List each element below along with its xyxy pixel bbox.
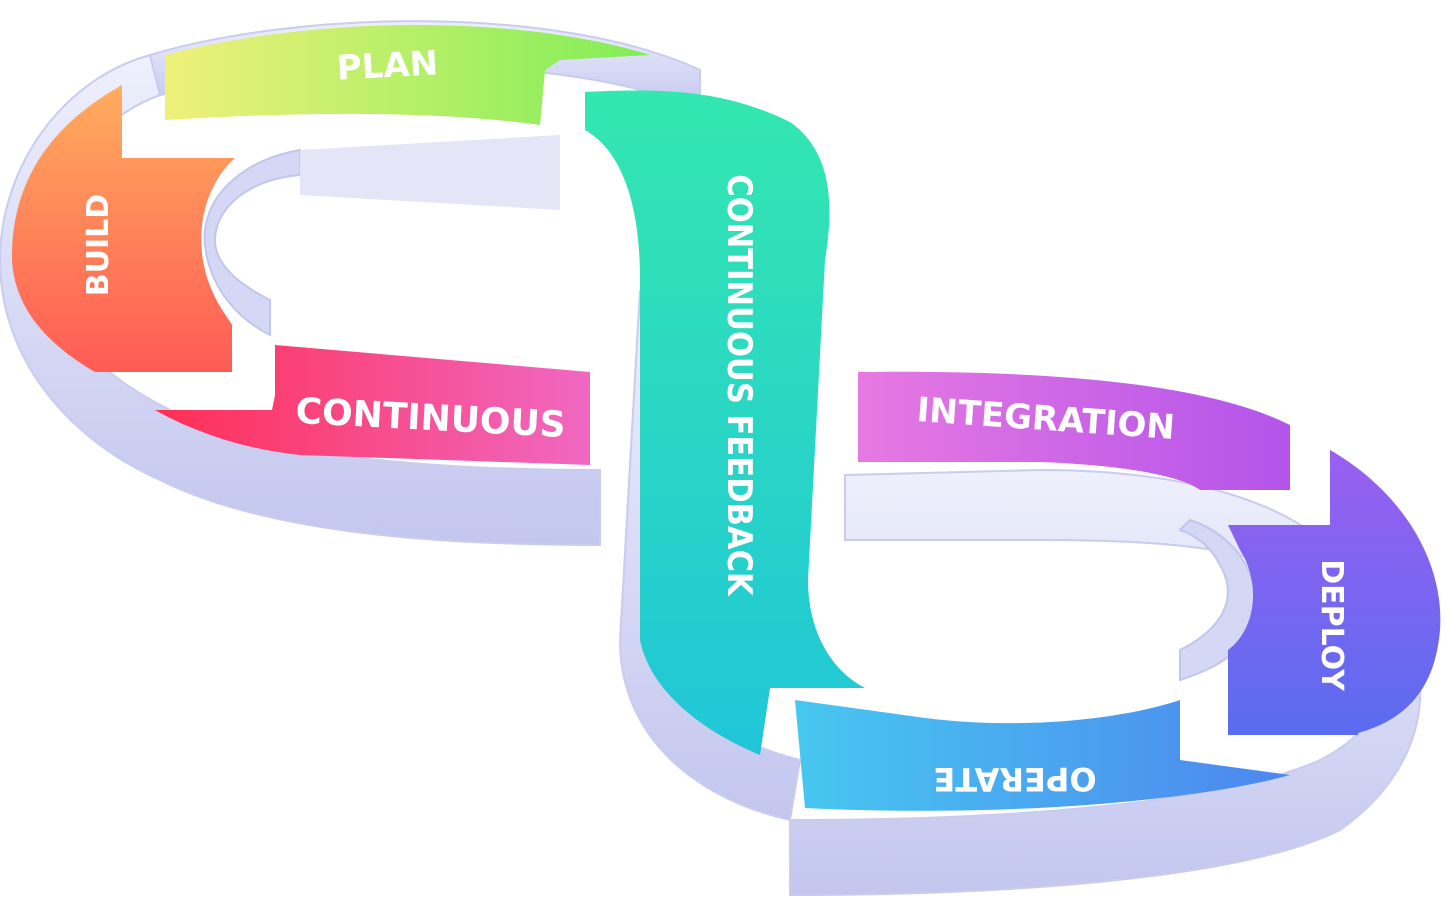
label-operate: OPERATE (933, 760, 1096, 798)
segment-integration (858, 371, 1290, 490)
label-deploy: DEPLOY (1314, 559, 1349, 692)
segment-plan (165, 25, 650, 125)
label-continuous-feedback: CONTINUOUS FEEDBACK (719, 174, 759, 597)
segment-deploy (1228, 450, 1441, 735)
segment-operate (795, 700, 1290, 811)
label-build: BUILD (81, 194, 116, 296)
label-plan: PLAN (336, 43, 439, 88)
diagram-segments (11, 25, 1441, 811)
segment-build (11, 85, 235, 372)
segment-continuous-feedback (585, 90, 865, 756)
segment-continuous (155, 345, 590, 465)
